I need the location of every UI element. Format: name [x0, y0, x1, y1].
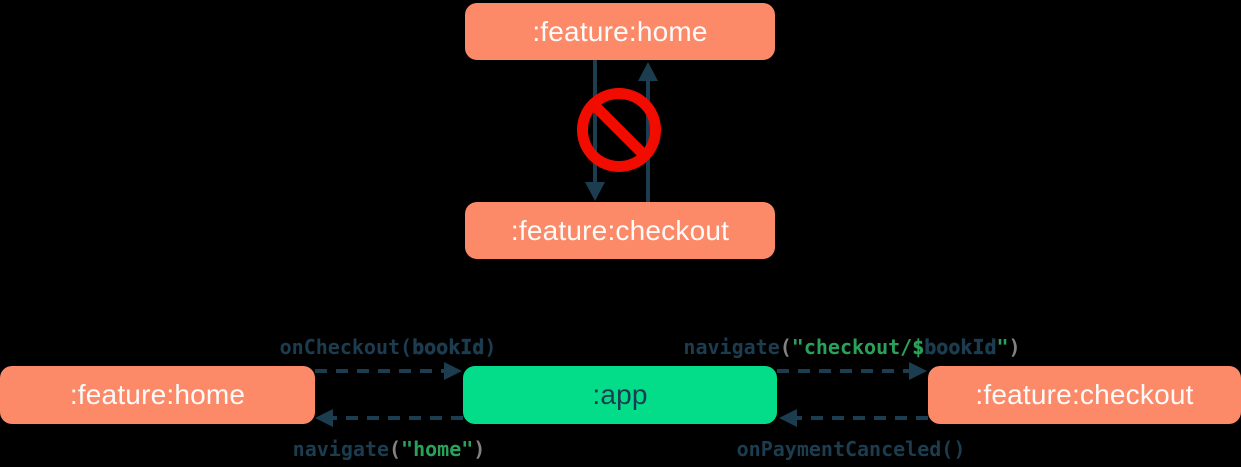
label-on-checkout: onCheckout(bookId) — [280, 335, 497, 359]
arrow-app-to-home — [315, 409, 463, 427]
code-token-paren: ( — [388, 437, 402, 461]
module-box-feature-home-top: :feature:home — [465, 3, 775, 60]
arrow-checkout-to-home — [638, 62, 658, 202]
code-token-variable: bookId — [412, 335, 485, 359]
code-token-string: "home" — [401, 437, 474, 461]
code-token-string: "checkout/ — [791, 335, 913, 359]
code-token: onPaymentCanceled() — [736, 437, 966, 461]
label-on-payment-canceled: onPaymentCanceled() — [737, 437, 966, 461]
code-token: navigate — [292, 437, 389, 461]
arrow-checkout-to-app — [779, 409, 928, 427]
code-token-variable: bookId — [924, 335, 997, 359]
label-navigate-checkout: navigate("checkout/$bookId") — [683, 335, 1020, 359]
code-token: onCheckout( — [279, 335, 413, 359]
code-token-dollar: $ — [912, 335, 925, 359]
code-token-string: " — [996, 335, 1009, 359]
code-token: ) — [484, 335, 497, 359]
arrow-home-to-app — [315, 362, 462, 380]
no-entry-icon — [577, 88, 661, 172]
arrow-home-to-checkout — [585, 60, 605, 201]
module-box-feature-checkout: :feature:checkout — [928, 366, 1241, 424]
label-navigate-home: navigate("home") — [293, 437, 486, 461]
code-token-paren: ( — [779, 335, 792, 359]
module-box-feature-checkout-top: :feature:checkout — [465, 202, 775, 259]
arrow-app-to-checkout — [777, 362, 927, 380]
code-token-paren: ) — [473, 437, 486, 461]
module-box-feature-home: :feature:home — [0, 366, 315, 424]
module-box-app: :app — [463, 366, 777, 424]
code-token: navigate — [683, 335, 780, 359]
code-token-paren: ) — [1008, 335, 1021, 359]
